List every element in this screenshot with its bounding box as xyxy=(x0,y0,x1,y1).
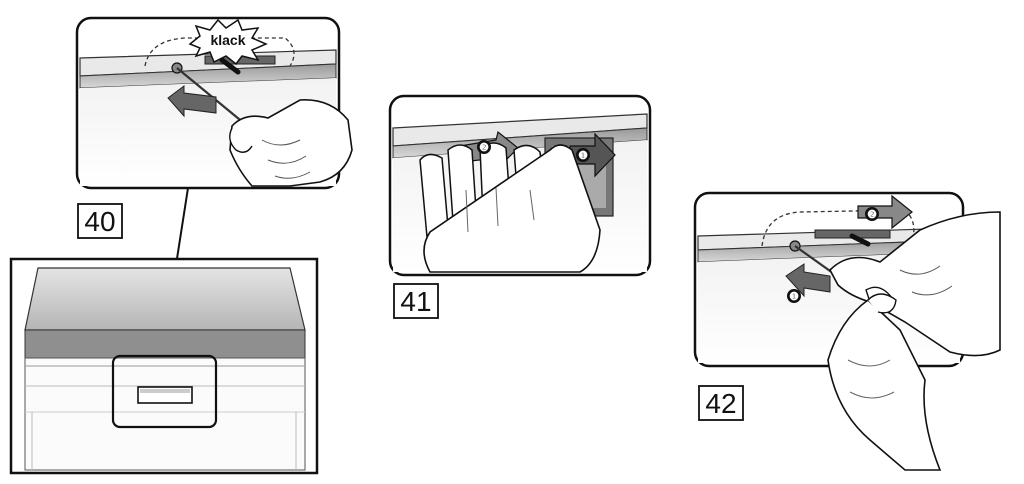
step-40-overview-panel xyxy=(9,257,319,475)
step-40-detail-panel: klack xyxy=(75,16,353,190)
step-42-label: 42 xyxy=(698,385,744,421)
badge-1-icon xyxy=(576,148,590,162)
badge-2-icon xyxy=(477,140,491,154)
step-42-hand-lines xyxy=(847,359,895,399)
step-40-number: 40 xyxy=(84,206,115,237)
step-41-badge-1: ❶ xyxy=(578,150,588,162)
klack-callout: klack xyxy=(210,32,245,48)
step-42-hand xyxy=(827,298,942,471)
step-40-label: 40 xyxy=(77,203,123,239)
step-41-panel: ❷ ❶ xyxy=(388,94,652,277)
klack-starburst-icon xyxy=(188,18,268,66)
badge-1-icon xyxy=(787,289,801,303)
step-42-thumb xyxy=(867,293,897,314)
step-41-label: 41 xyxy=(393,283,439,319)
step-41-badge-2: ❷ xyxy=(479,142,489,154)
badge-2-icon xyxy=(865,207,879,221)
step-41-number: 41 xyxy=(400,286,431,317)
step-42-number: 42 xyxy=(705,388,736,419)
step-42-badge-2: ❷ xyxy=(867,209,877,221)
step-42-badge-1: ❶ xyxy=(789,291,799,303)
